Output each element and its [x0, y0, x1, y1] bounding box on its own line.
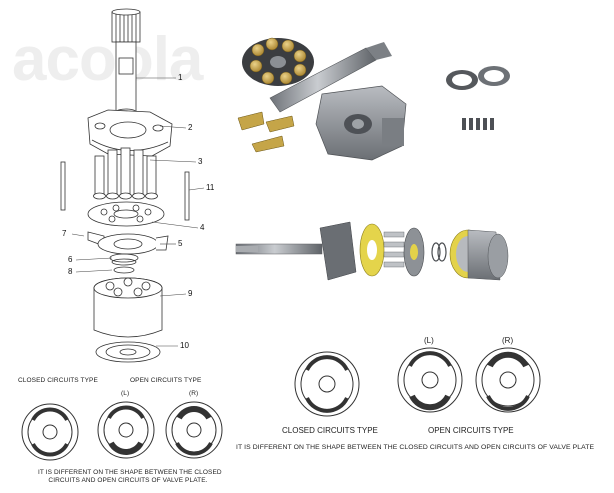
callout-4: 4: [200, 223, 205, 232]
shoe-pieces-photo: [237, 111, 295, 153]
valve-plate-open-r-left: [165, 401, 223, 459]
yellow-retainer-photo: [359, 223, 385, 277]
shaft-part: [111, 8, 141, 116]
piston-ring-photo: [242, 37, 314, 86]
bearing-photo: [446, 66, 510, 90]
callout-6: 6: [68, 255, 73, 264]
valve-plate-closed-right: [294, 351, 360, 417]
swashplate-photo: [315, 85, 407, 161]
drive-shaft-photo: [269, 42, 392, 113]
leader-lines: [71, 77, 205, 347]
callout-2: 2: [188, 123, 193, 132]
right-closed-label: CLOSED CIRCUITS TYPE: [282, 426, 378, 435]
ball-guide-part: [87, 231, 169, 255]
swash-plate-part: [87, 109, 173, 157]
left-r-label: (R): [189, 390, 199, 397]
left-valve-plates: [21, 401, 223, 461]
right-note: IT IS DIFFERENT ON THE SHAPE BETWEEN THE…: [236, 444, 595, 451]
cylinder-block-part: [93, 277, 163, 338]
left-note-line1: IT IS DIFFERENT ON THE SHAPE BETWEEN THE…: [38, 469, 222, 476]
spring-part: [109, 253, 139, 274]
left-note-line2: CIRCUITS AND OPEN CIRCUITS OF VALVE PLAT…: [48, 477, 208, 484]
pins-part: [60, 161, 190, 221]
piston-row-photo: [383, 231, 405, 268]
right-open-label: OPEN CIRCUITS TYPE: [428, 426, 514, 435]
pistons-part: [93, 147, 158, 200]
left-closed-label: CLOSED CIRCUITS TYPE: [18, 377, 98, 384]
photo-parts-assembly: [237, 37, 510, 161]
valve-plate-open-r-right: [475, 347, 541, 413]
cylinder-photo: [449, 229, 509, 281]
watermark-logo: acoola: [12, 25, 204, 94]
exploded-photo-assembly: [235, 221, 509, 281]
right-r-label: (R): [502, 336, 514, 345]
valve-plate-part: [95, 341, 161, 363]
callout-3: 3: [198, 157, 203, 166]
callout-5: 5: [178, 239, 183, 248]
right-valve-plates: [294, 347, 541, 417]
spring-coil-photo: [431, 242, 447, 262]
left-open-label: OPEN CIRCUITS TYPE: [130, 377, 202, 384]
callout-7: 7: [62, 229, 67, 238]
callout-11: 11: [206, 183, 215, 192]
retainer-plate-part: [87, 201, 165, 227]
callout-8: 8: [68, 267, 73, 276]
callout-1: 1: [178, 73, 183, 82]
valve-plate-closed-left: [21, 403, 79, 461]
callout-9: 9: [188, 289, 193, 298]
left-l-label: (L): [121, 390, 130, 397]
valve-plate-open-l-left: [97, 401, 155, 459]
exploded-view-drawing: [60, 8, 205, 363]
right-l-label: (L): [424, 336, 434, 345]
valve-disc-photo: [403, 227, 425, 277]
valve-plate-open-l-right: [397, 347, 463, 413]
small-springs-photo: [462, 118, 494, 130]
callout-10: 10: [180, 341, 189, 350]
